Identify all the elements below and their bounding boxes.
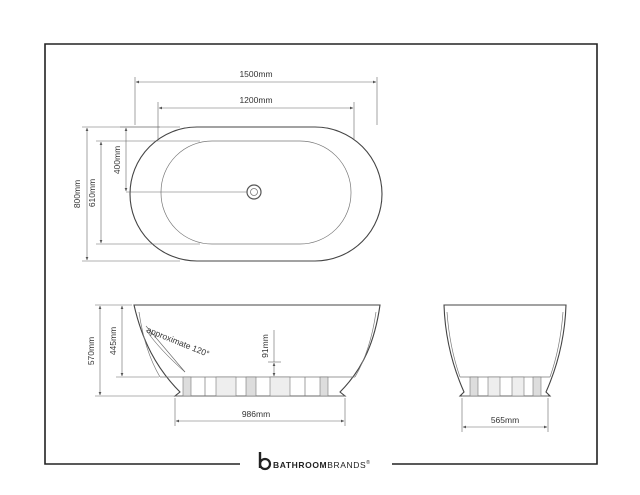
dimension-inner-width: 610mm — [87, 179, 97, 207]
side-base-feet — [160, 376, 355, 397]
dimension-base-length: 986mm — [242, 409, 270, 419]
end-bowl-outline — [443, 304, 567, 397]
end-view: 565mm — [443, 304, 567, 432]
side-bowl-outline — [133, 304, 381, 397]
brand-b-icon — [258, 452, 272, 471]
dimension-overall-width: 800mm — [72, 180, 82, 208]
brand-name-bold: BATHROOM — [273, 460, 327, 470]
dimension-half-width: 400mm — [112, 146, 122, 174]
brand-registered: ® — [366, 459, 370, 466]
drawing-frame — [44, 43, 598, 465]
dimension-drain-height: 91mm — [260, 334, 270, 358]
brand-logo: BATHROOMBRANDS® — [258, 452, 371, 471]
plan-outer-outline — [129, 126, 383, 262]
dimension-base-width: 565mm — [491, 415, 519, 425]
dimension-total-height: 570mm — [86, 337, 96, 365]
side-view: approximate 120° 570mm 445mm 91mm 986mm — [86, 304, 381, 426]
plan-view: 1500mm 1200mm 800mm 610mm 400mm — [72, 69, 383, 262]
dimension-inner-length: 1200mm — [239, 95, 272, 105]
dimension-overall-length: 1500mm — [239, 69, 272, 79]
dimension-inner-depth: 445mm — [108, 327, 118, 355]
end-base-feet — [460, 376, 550, 397]
plan-inner-basin — [160, 140, 352, 245]
brand-name-light: BRANDS — [327, 460, 366, 470]
plan-drain-icon — [246, 184, 262, 200]
svg-text:BATHROOMBRANDS®: BATHROOMBRANDS® — [273, 459, 371, 470]
plan-drain-inner-icon — [250, 188, 258, 196]
angle-arc — [145, 329, 186, 373]
